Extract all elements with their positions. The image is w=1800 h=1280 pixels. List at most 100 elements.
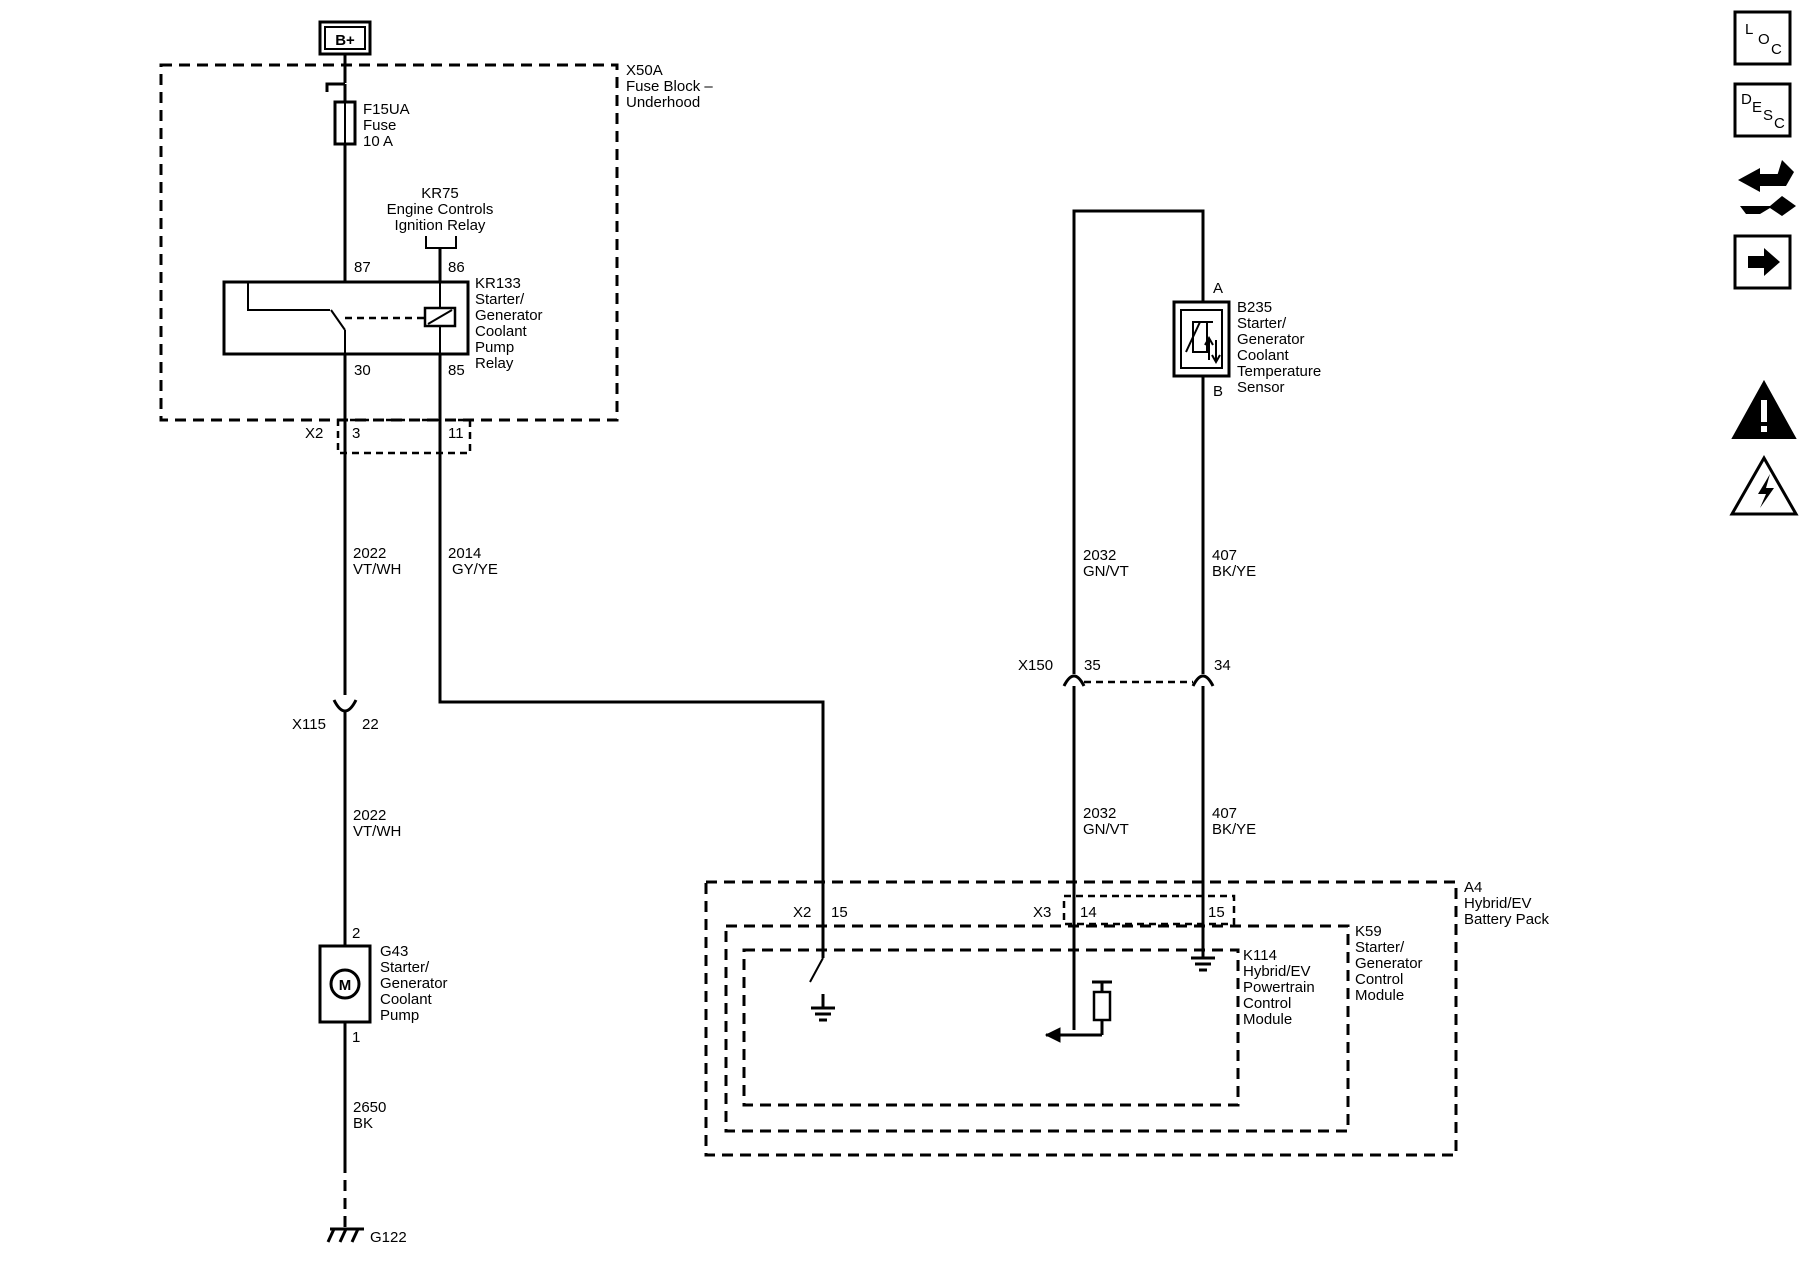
wire-2032-lower-label: 2032 GN/VT (1083, 805, 1129, 838)
wire-2014 (438, 354, 825, 958)
svg-text:X3: X3 (1033, 904, 1051, 921)
pump-pin-1: 1 (352, 1029, 360, 1046)
fuse-f15ua: F15UA Fuse 10 A (333, 84, 410, 150)
svg-text:A4: A4 (1464, 879, 1482, 896)
svg-text:GN/VT: GN/VT (1083, 821, 1129, 838)
svg-text:Hybrid/EV: Hybrid/EV (1464, 895, 1532, 912)
hpcm-k114-label: K114 Hybrid/EV Powertrain Control Module (1243, 947, 1315, 1028)
svg-text:Fuse Block –: Fuse Block – (626, 78, 713, 95)
svg-text:407: 407 (1212, 547, 1237, 564)
svg-text:L: L (1745, 21, 1753, 38)
module-ground-x3-15 (1191, 956, 1215, 972)
wire-407-upper-label: 407 BK/YE (1212, 547, 1256, 580)
pump-name: G43 (380, 943, 408, 960)
desc-icon[interactable]: D E S C (1733, 82, 1792, 138)
svg-text:Sensor: Sensor (1237, 379, 1285, 396)
sgcm-k59-label: K59 Starter/ Generator Control Module (1355, 923, 1423, 1004)
caution-icon (1731, 379, 1797, 439)
battery-positive-supply: B+ (318, 20, 372, 56)
svg-text:GN/VT: GN/VT (1083, 563, 1129, 580)
sensor-signal-circuit (1044, 980, 1112, 1043)
svg-text:2022: 2022 (353, 545, 386, 562)
motor-letter: M (339, 977, 352, 994)
svg-text:15: 15 (831, 904, 848, 921)
connector-x3-module-label: X3 14 15 (1033, 904, 1225, 921)
loc-icon[interactable]: L O C (1733, 10, 1792, 66)
svg-text:Generator: Generator (475, 307, 543, 324)
svg-text:VT/WH: VT/WH (353, 561, 401, 578)
svg-text:Pump: Pump (380, 1007, 419, 1024)
svg-text:2032: 2032 (1083, 805, 1116, 822)
svg-text:Module: Module (1355, 987, 1404, 1004)
wire-2650-label: 2650 BK (353, 1099, 386, 1132)
svg-text:Coolant: Coolant (380, 991, 433, 1008)
wire-2022-lower-label: 2022 VT/WH (353, 807, 401, 840)
svg-text:X2: X2 (305, 425, 323, 442)
connector-x3-module-outline (1062, 894, 1236, 926)
svg-text:15: 15 (1208, 904, 1225, 921)
wire-2032-upper (1072, 209, 1205, 674)
battery-pack-a4-label: A4 Hybrid/EV Battery Pack (1464, 879, 1550, 928)
high-voltage-icon (1729, 454, 1799, 516)
svg-text:Generator: Generator (1237, 331, 1305, 348)
svg-text:C: C (1774, 115, 1785, 132)
ground-label: G122 (370, 1229, 407, 1246)
supply-label: B+ (335, 32, 355, 49)
hpcm-k114-outline (742, 948, 1240, 1107)
relay-name: KR133 (475, 275, 521, 292)
connector-x2-fuse-block: X2 3 11 (305, 418, 472, 455)
svg-text:Starter/: Starter/ (1237, 315, 1287, 332)
svg-text:Hybrid/EV: Hybrid/EV (1243, 963, 1311, 980)
fuse-rating: 10 A (363, 133, 393, 150)
svg-text:S: S (1763, 107, 1773, 124)
svg-text:2022: 2022 (353, 807, 386, 824)
svg-text:Control: Control (1355, 971, 1403, 988)
fuse-desc: Fuse (363, 117, 396, 134)
svg-text:Powertrain: Powertrain (1243, 979, 1315, 996)
svg-text:BK/YE: BK/YE (1212, 563, 1256, 580)
connector-x2-module-label: X2 15 (793, 904, 848, 921)
arrow-right-icon[interactable] (1733, 234, 1792, 290)
svg-text:34: 34 (1214, 657, 1231, 674)
svg-text:O: O (1758, 31, 1770, 48)
svg-text:Generator: Generator (380, 975, 448, 992)
coolant-pump-g43: M 2 1 G43 Starter/ Generator Coolant Pum… (318, 925, 448, 1046)
svg-text:C: C (1771, 41, 1782, 58)
svg-text:35: 35 (1084, 657, 1101, 674)
relay-pin-30: 30 (354, 362, 371, 379)
svg-text:KR75: KR75 (421, 185, 459, 202)
svg-text:14: 14 (1080, 904, 1097, 921)
temperature-sensor-b235: A B B235 Starter/ Generator Coolant Temp… (1172, 280, 1321, 400)
svg-text:2032: 2032 (1083, 547, 1116, 564)
pump-pin-2: 2 (352, 925, 360, 942)
svg-text:Starter/: Starter/ (475, 291, 525, 308)
connector-wrench-icon[interactable] (1738, 160, 1796, 216)
relay-pin-87: 87 (354, 259, 371, 276)
svg-text:Starter/: Starter/ (1355, 939, 1405, 956)
svg-text:Control: Control (1243, 995, 1291, 1012)
svg-text:Generator: Generator (1355, 955, 1423, 972)
fuse-block-outline (159, 63, 619, 422)
svg-text:407: 407 (1212, 805, 1237, 822)
svg-text:Coolant: Coolant (475, 323, 528, 340)
svg-text:X150: X150 (1018, 657, 1053, 674)
wire-2014-label: 2014 GY/YE (448, 545, 498, 578)
svg-text:K114: K114 (1243, 947, 1277, 964)
svg-text:Relay: Relay (475, 355, 514, 372)
battery-pack-a4-outline (704, 880, 1458, 1157)
svg-text:Starter/: Starter/ (380, 959, 430, 976)
svg-text:BK/YE: BK/YE (1212, 821, 1256, 838)
ground-g122: G122 (326, 1227, 407, 1246)
svg-text:2650: 2650 (353, 1099, 386, 1116)
svg-text:X2: X2 (793, 904, 811, 921)
ignition-relay-kr75: KR75 Engine Controls Ignition Relay (387, 185, 493, 282)
svg-text:Pump: Pump (475, 339, 514, 356)
wire-407-lower-label: 407 BK/YE (1212, 805, 1256, 838)
sensor-pin-a: A (1213, 280, 1223, 297)
connector-x150: X150 35 34 (1018, 657, 1231, 687)
wire-2022-upper-label: 2022 VT/WH (353, 545, 401, 578)
svg-text:Temperature: Temperature (1237, 363, 1321, 380)
svg-text:2014: 2014 (448, 545, 481, 562)
fuse-name: F15UA (363, 101, 410, 118)
